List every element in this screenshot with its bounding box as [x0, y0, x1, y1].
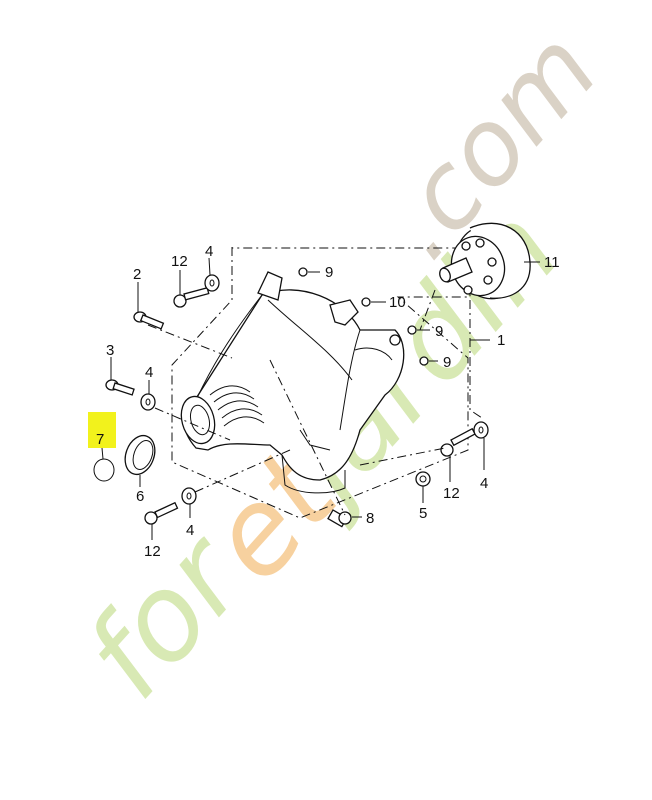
callout-10: 10	[389, 294, 406, 311]
callout-9a: 9	[325, 264, 333, 281]
callout-2: 2	[133, 266, 141, 283]
nut-part-9-a	[298, 267, 320, 277]
callout-3: 3	[106, 342, 114, 359]
callout-6: 6	[136, 488, 144, 505]
nut-part-9-c	[419, 356, 438, 366]
callout-5: 5	[419, 505, 427, 522]
washer-part-4-top	[204, 257, 220, 292]
washer-part-4-bottom	[181, 487, 197, 518]
washer-part-4-left	[140, 380, 156, 411]
fasteners	[93, 257, 489, 540]
callout-labels: 1 2 3 4 4 4 4 5 6 7 8 9 9 9 10 11 12 12 …	[96, 243, 560, 560]
nut-part-5	[415, 471, 431, 503]
bolt-part-12-bottom	[144, 501, 179, 540]
nut-part-10	[361, 297, 386, 307]
washer-part-4-right	[473, 421, 489, 470]
nut-part-9-b	[407, 325, 430, 335]
callout-4a: 4	[205, 243, 213, 260]
part-7-highlight	[88, 412, 116, 448]
bolt-part-8	[327, 509, 362, 528]
bearing-part-6	[124, 434, 156, 487]
callout-12a: 12	[171, 253, 188, 270]
assembly-outline	[171, 247, 490, 519]
callout-7: 7	[96, 431, 104, 448]
circlip-part-7	[93, 447, 115, 482]
callout-8: 8	[366, 510, 374, 527]
bolt-part-12-right	[440, 427, 476, 482]
callout-9c: 9	[443, 354, 451, 371]
callout-4c: 4	[186, 522, 194, 539]
gear-case	[180, 271, 405, 494]
part-11-flange	[439, 222, 540, 300]
callout-11: 11	[544, 254, 560, 271]
callout-12c: 12	[144, 543, 161, 560]
callout-4d: 4	[480, 475, 488, 492]
callout-4b: 4	[145, 364, 153, 381]
bolt-part-2	[133, 282, 165, 330]
callout-9b: 9	[435, 323, 443, 340]
bolt-part-3	[105, 357, 135, 396]
callout-1: 1	[497, 332, 505, 349]
callout-12b: 12	[443, 485, 460, 502]
bolt-part-12-top	[173, 270, 210, 308]
